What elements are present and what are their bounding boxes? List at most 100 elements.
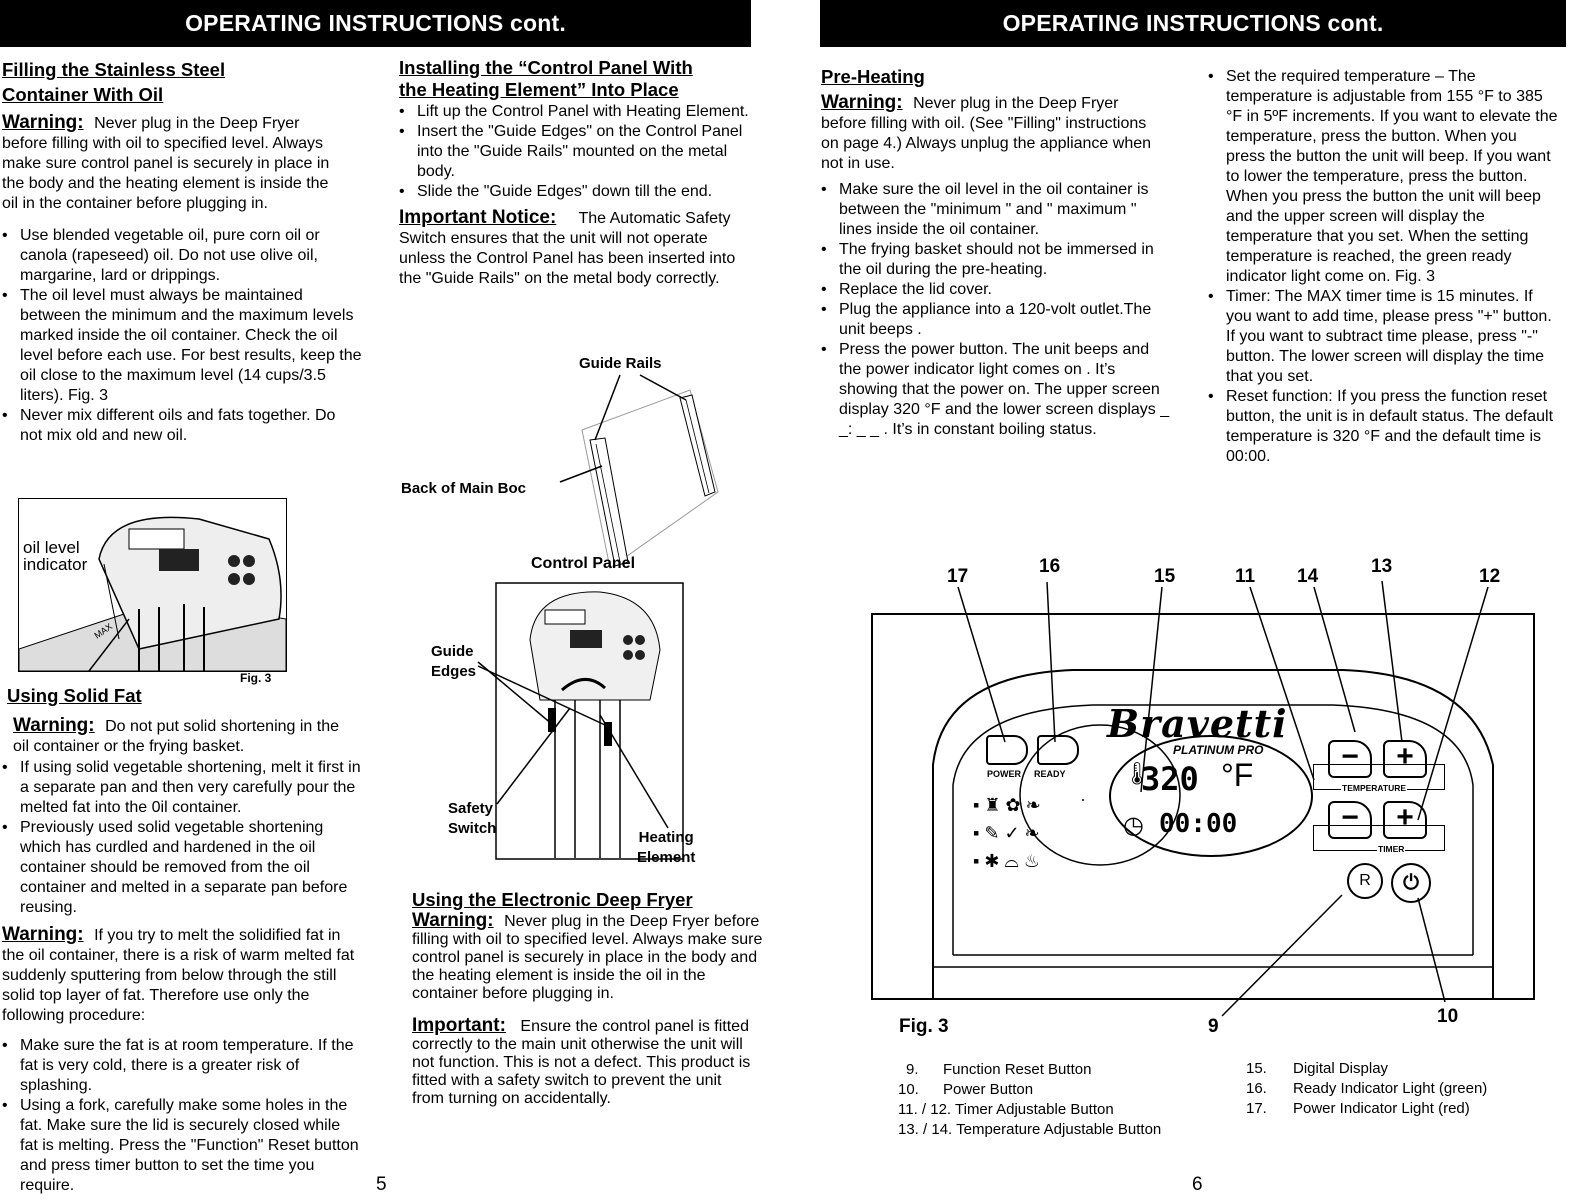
list-item: Set the required temperature – The tempe… [1208, 67, 1560, 287]
temperature-label: TEMPERATURE [1341, 783, 1408, 793]
filling-warning-label: Warning: [2, 112, 84, 133]
list-item: Make sure the fat is at room temperature… [2, 1036, 362, 1096]
solid-fat-warning: Warning: Do not put solid shortening in … [2, 716, 358, 757]
callout-13: 13 [1371, 556, 1393, 577]
filling-heading-1: Filling the Stainless Steel [2, 59, 226, 80]
function-reset-button[interactable]: R [1347, 863, 1383, 899]
list-item: Previously used solid vegetable shorteni… [2, 818, 362, 918]
oil-level-indicator-label: oil level indicator [23, 539, 87, 573]
food-icon-row: ▪ ✎ ✓ ❧ [973, 823, 1040, 843]
timer-label: TIMER [1377, 844, 1406, 854]
callout-11: 11 [1235, 566, 1256, 587]
installing-heading-1: Installing the “Control Panel With [399, 57, 693, 78]
legend-item: 16.Ready Indicator Light (green) [1246, 1080, 1488, 1097]
list-item: The oil level must always be maintained … [2, 286, 362, 406]
important-notice-label: Important Notice: [399, 207, 557, 228]
switch-label: Switch [448, 820, 497, 837]
list-item: Replace the lid cover. [821, 280, 1173, 300]
preheating-bullets: Make sure the oil level in the oil conta… [821, 180, 1173, 440]
legend-item: 13. / 14. Temperature Adjustable Button [898, 1121, 1162, 1138]
electronic-important: Important: Ensure the control panel is f… [412, 1015, 757, 1108]
solid-fat-warning-2: Warning: If you try to melt the solidifi… [2, 925, 360, 1026]
legend-item: 15.Digital Display [1246, 1060, 1389, 1077]
solid-fat-bullets-2: Make sure the fat is at room temperature… [2, 1036, 362, 1196]
electronic-warning-text: Never plug in the Deep Fryer before fill… [412, 913, 763, 1002]
filling-warning-text: Never plug in the Deep Fryer before fill… [2, 115, 330, 212]
list-item: Insert the "Guide Edges" on the Control … [399, 122, 749, 182]
list-item: If using solid vegetable shortening, mel… [2, 758, 362, 818]
list-item: Never mix different oils and fats togeth… [2, 406, 362, 446]
preheating-warning-text: Never plug in the Deep Fryer before fill… [821, 95, 1152, 172]
fig-3-label: Fig. 3 [899, 1016, 949, 1037]
electronic-important-label: Important: [412, 1015, 506, 1036]
safety-switch-label: Safety Switch [448, 799, 496, 839]
solid-fat-heading: Using Solid Fat [7, 685, 142, 706]
left-banner: OPERATING INSTRUCTIONS cont. [0, 0, 751, 47]
list-item: Lift up the Control Panel with Heating E… [399, 102, 749, 122]
food-icons: ▪ ♜ ✿ ❧ ▪ ✎ ✓ ❧ ▪ ✱ ⌓ ♨ [973, 791, 1041, 875]
solid-fat-section: Using Solid Fat Warning: Do not put soli… [2, 683, 362, 1196]
callout-12: 12 [1479, 566, 1501, 587]
right-banner: OPERATING INSTRUCTIONS cont. [820, 0, 1566, 47]
page-number-left: 5 [376, 1174, 387, 1195]
solid-fat-warning-2-label: Warning: [2, 924, 84, 945]
element-label: Element [637, 849, 696, 866]
back-of-main-body-label: Back of Main Boc [401, 480, 527, 497]
filling-bullets: Use blended vegetable oil, pure corn oil… [2, 226, 362, 446]
installing-section: Installing the “Control Panel With the H… [399, 55, 749, 289]
legend-left: 9.Function Reset Button 10.Power Button … [898, 1060, 1161, 1140]
legend-item: 9.Function Reset Button [906, 1061, 1092, 1078]
filling-heading-2: Container With Oil [2, 84, 164, 105]
edges-label: Edges [431, 663, 477, 680]
guide-label: Guide [431, 643, 474, 660]
solid-fat-bullets: If using solid vegetable shortening, mel… [2, 758, 362, 918]
important-notice-text: The Automatic Safety Switch ensures that… [399, 210, 736, 287]
time-readout: 00:00 [1159, 809, 1238, 839]
list-item: Timer: The MAX timer time is 15 minutes.… [1208, 287, 1560, 387]
guide-edges-label: Guide Edges [431, 642, 476, 682]
fig-text-1: oil level [23, 538, 80, 557]
list-item: Press the power button. The unit beeps a… [821, 340, 1173, 440]
legend-item: 11. / 12. Timer Adjustable Button [898, 1101, 1114, 1118]
list-item: Reset function: If you press the functio… [1208, 387, 1560, 467]
electronic-heading: Using the Electronic Deep Fryer [412, 889, 693, 910]
settings-bullets: Set the required temperature – The tempe… [1208, 67, 1560, 467]
legend-item: 10.Power Button [898, 1081, 1034, 1098]
heating-element-label: Heating Element [637, 828, 695, 868]
solid-fat-warning-text: Do not put solid shortening in the oil c… [13, 718, 340, 755]
list-item: Using a fork, carefully make some holes … [2, 1096, 362, 1196]
callout-16: 16 [1039, 556, 1061, 577]
legend-item: 17.Power Indicator Light (red) [1246, 1100, 1470, 1117]
list-item: Make sure the oil level in the oil conta… [821, 180, 1173, 240]
power-indicator-light [986, 735, 1028, 765]
solid-fat-warning-label: Warning: [13, 715, 95, 736]
list-item: Slide the "Guide Edges" down till the en… [399, 182, 749, 202]
callout-14: 14 [1297, 566, 1319, 587]
fig-text-2: indicator [23, 555, 88, 574]
callout-15: 15 [1154, 566, 1176, 587]
install-diagram-lines [477, 374, 719, 860]
electronic-section: Using the Electronic Deep Fryer Warning:… [412, 887, 770, 1108]
power-button[interactable]: ⏻ [1391, 863, 1431, 903]
preheating-warning-label: Warning: [821, 92, 903, 113]
electronic-warning-label: Warning: [412, 910, 494, 931]
electronic-important-text: Ensure the control panel is fitted corre… [412, 1018, 751, 1107]
installing-bullets: Lift up the Control Panel with Heating E… [399, 102, 749, 202]
heating-label: Heating [638, 829, 694, 846]
temperature-readout: 320 [1141, 760, 1199, 798]
preheating-warning: Warning: Never plug in the Deep Fryer be… [821, 93, 1161, 174]
legend-right: 15.Digital Display 16.Ready Indicator Li… [1246, 1059, 1487, 1119]
filling-section: Filling the Stainless Steel Container Wi… [2, 57, 362, 446]
oil-level-figure: MAX oil level indicator [18, 498, 287, 672]
callout-9: 9 [1208, 1016, 1219, 1037]
ready-label: READY [1034, 769, 1066, 779]
list-item: Plug the appliance into a 120-volt outle… [821, 300, 1173, 340]
callout-17: 17 [947, 566, 969, 587]
control-panel-label: Control Panel [531, 555, 636, 572]
electronic-warning: Warning: Never plug in the Deep Fryer be… [412, 910, 770, 1003]
list-item: Use blended vegetable oil, pure corn oil… [2, 226, 362, 286]
ready-indicator-light [1037, 735, 1079, 765]
thermometer-icon: 🌡 [1123, 761, 1151, 786]
guide-rails-label: Guide Rails [579, 355, 662, 372]
page-number-right: 6 [1192, 1174, 1203, 1195]
